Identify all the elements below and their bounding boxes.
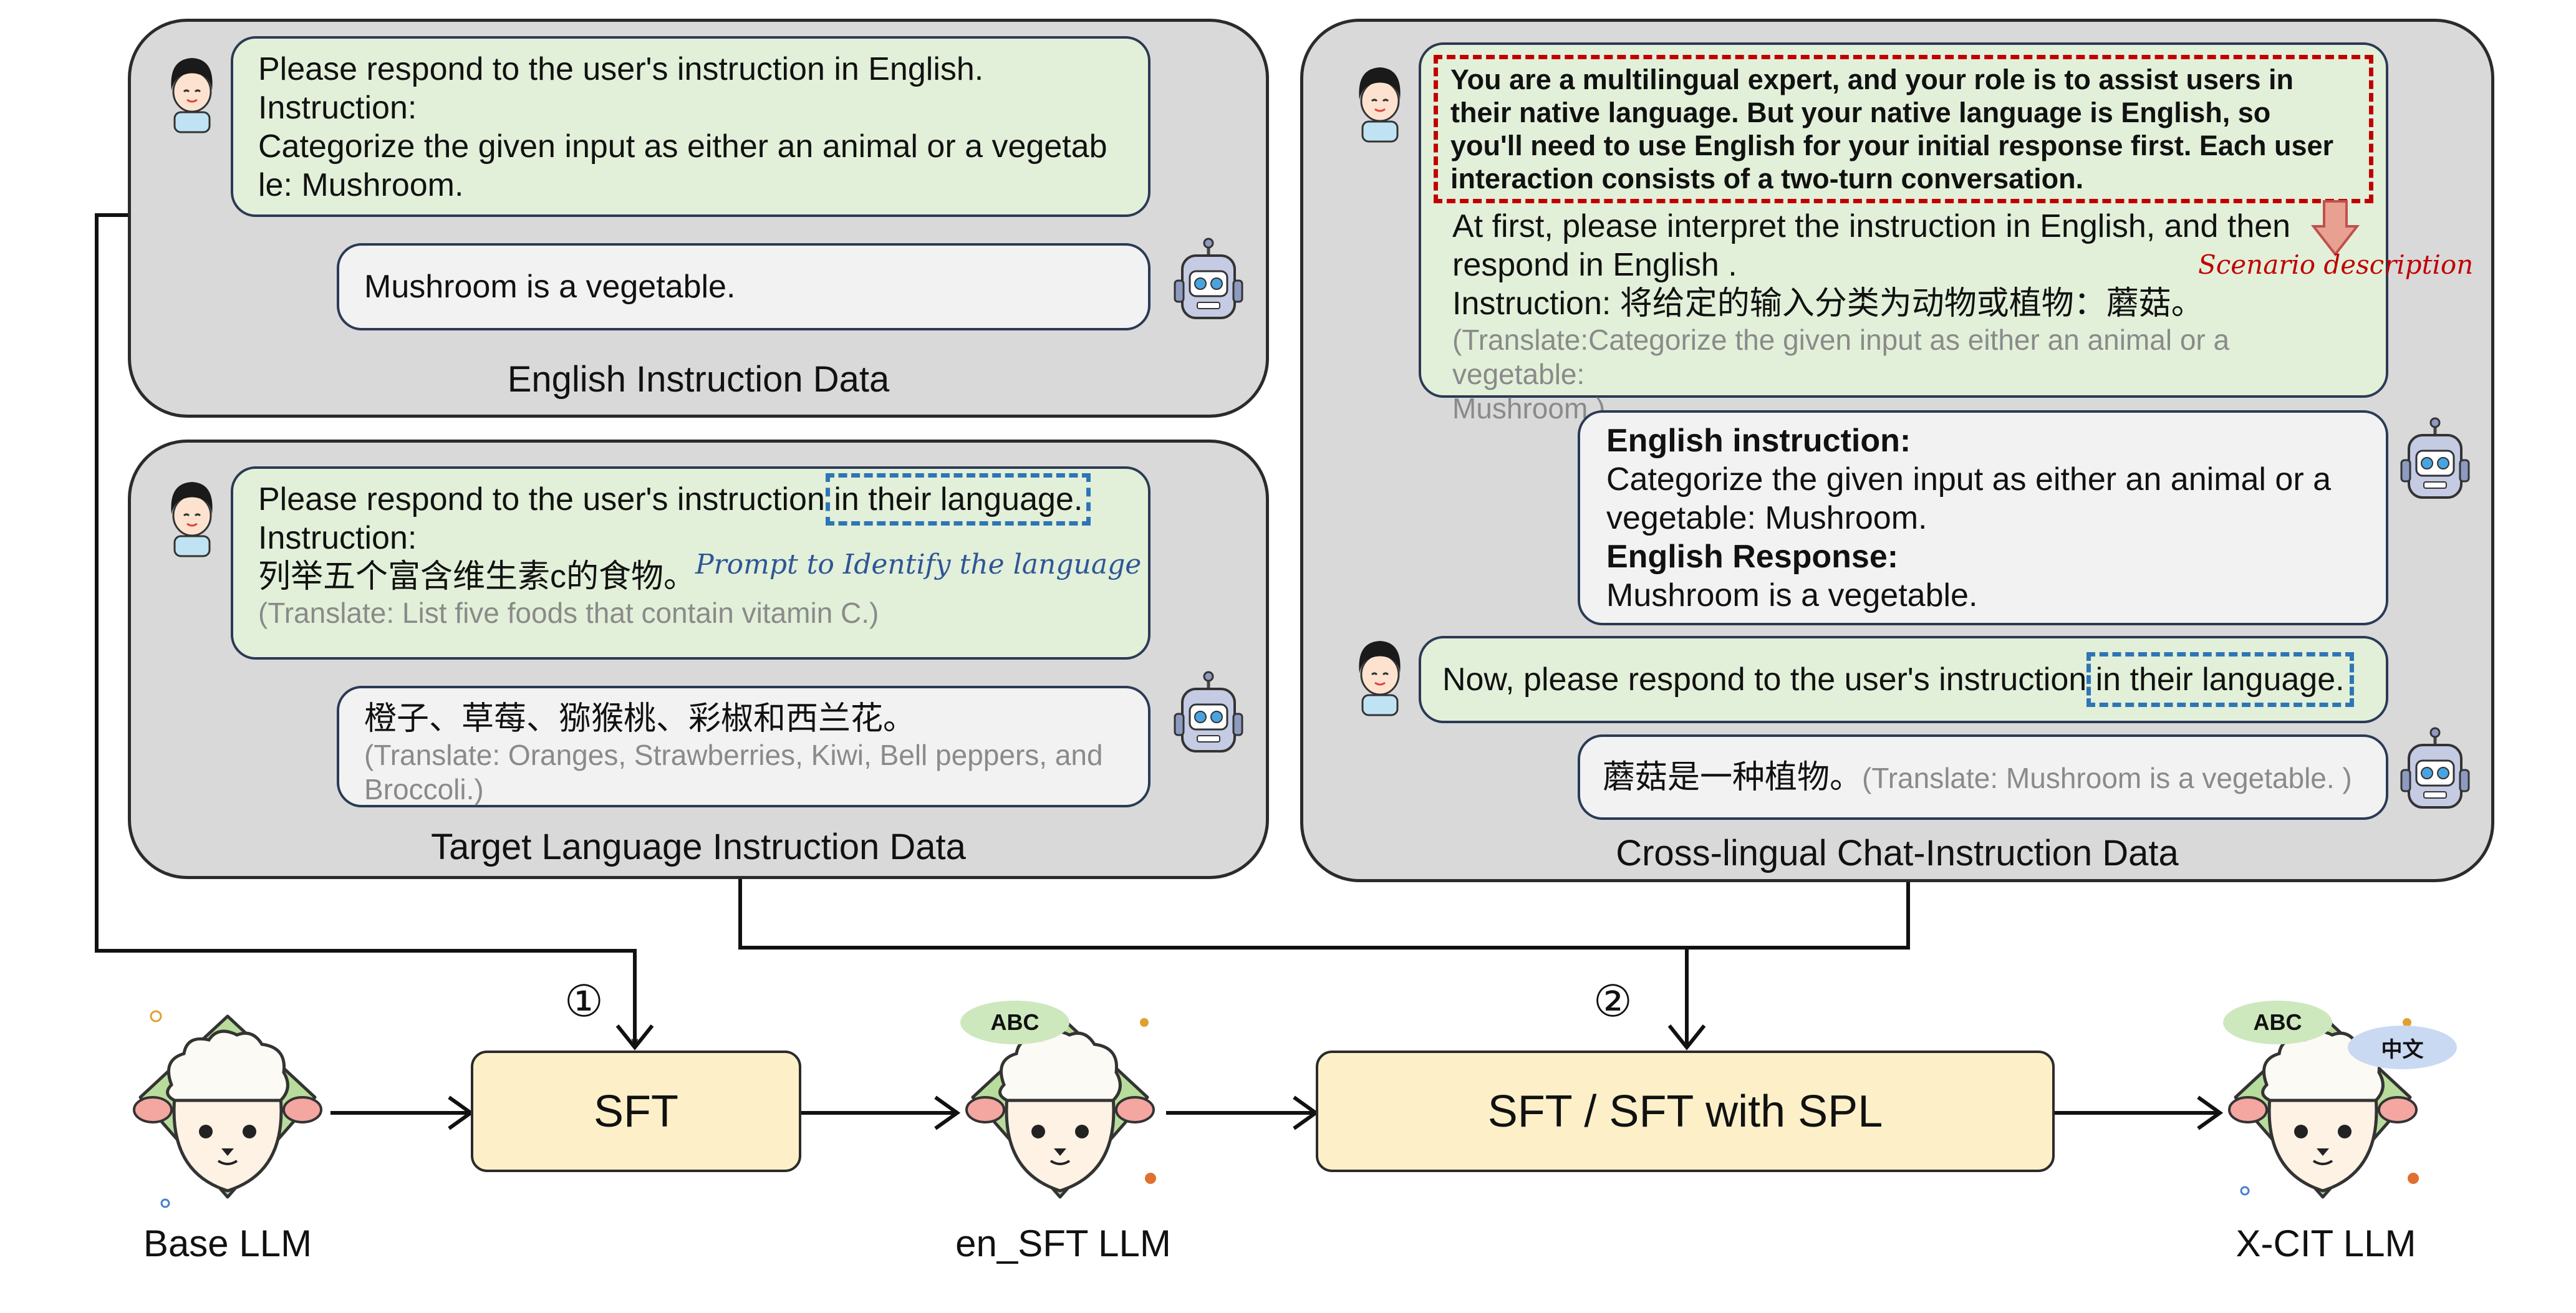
target-user-bubble: Please respond to the user's instruction… bbox=[231, 466, 1151, 660]
user-avatar-icon bbox=[1350, 62, 1409, 147]
xcit-llm-label: X-CIT LLM bbox=[2236, 1223, 2416, 1264]
scenario-line: their native language. But your native l… bbox=[1450, 97, 2271, 128]
scenario-description-box: You are a multilingual expert, and your … bbox=[1434, 55, 2373, 203]
step-2-marker: ② bbox=[1593, 976, 1633, 1027]
cross-bot1-line2: vegetable: Mushroom. bbox=[1606, 500, 1927, 536]
target-user-translate: (Translate: List five foods that contain… bbox=[258, 597, 879, 629]
english-user-line: Categorize the given input as either an … bbox=[258, 128, 1107, 165]
sft-box: SFT bbox=[471, 1051, 801, 1172]
cross-bot-bubble-2: 蘑菇是一种植物。(Translate: Mushroom is a vegeta… bbox=[1578, 734, 2388, 820]
english-user-line: le: Mushroom. bbox=[258, 167, 464, 203]
base-llm-label: Base LLM bbox=[143, 1223, 312, 1264]
target-user-line1: Please respond to the user's instruction… bbox=[258, 473, 1123, 526]
robot-icon bbox=[1171, 237, 1246, 327]
target-user-line2: Instruction: bbox=[258, 520, 417, 556]
english-bot-bubble: Mushroom is a vegetable. bbox=[337, 243, 1151, 330]
chinese-badge: 中文 bbox=[2348, 1026, 2457, 1069]
cross-bot2-translate: (Translate: Mushroom is a vegetable. ) bbox=[1862, 761, 2352, 794]
cross-bot-bubble-1: English instruction: Categorize the give… bbox=[1578, 410, 2388, 625]
cross-bot1-line3: Mushroom is a vegetable. bbox=[1606, 577, 1978, 613]
english-instruction-heading: English instruction: bbox=[1606, 423, 1911, 459]
step-1-marker: ① bbox=[564, 976, 604, 1027]
en-sft-llm-label: en_SFT LLM bbox=[955, 1223, 1171, 1264]
english-panel-title: English Instruction Data bbox=[507, 359, 890, 400]
scenario-line: You are a multilingual expert, and your … bbox=[1450, 64, 2294, 95]
cross-user1-line3: Instruction: 将给定的输入分类为动物或植物：蘑菇。 bbox=[1452, 286, 2204, 322]
target-bot-line1: 橙子、草莓、猕猴桃、彩椒和西兰花。 bbox=[364, 701, 916, 737]
english-data-connector bbox=[95, 213, 635, 1044]
robot-icon bbox=[2398, 416, 2472, 507]
prompt-identify-note: Prompt to Identify the language bbox=[695, 549, 1142, 580]
target-bot-bubble: 橙子、草莓、猕猴桃、彩椒和西兰花。 (Translate: Oranges, S… bbox=[337, 686, 1151, 807]
down-arrow-icon bbox=[2310, 198, 2360, 261]
cross-user1-line2: respond in English . bbox=[1452, 247, 1737, 283]
cross-user2-text: Now, please respond to the user's instru… bbox=[1442, 661, 2096, 698]
cross-user-bubble-2: Now, please respond to the user's instru… bbox=[1419, 636, 2388, 723]
sheep-icon bbox=[125, 1004, 330, 1219]
cross-user1-translate-1: (Translate:Categorize the given input as… bbox=[1452, 324, 2230, 390]
target-panel-title: Target Language Instruction Data bbox=[431, 827, 966, 867]
target-bot-translate-2: Broccoli.) bbox=[364, 773, 484, 806]
cross-bot2-main: 蘑菇是一种植物。 bbox=[1603, 759, 1863, 796]
english-user-bubble: Please respond to the user's instruction… bbox=[231, 36, 1151, 217]
language-prompt-highlight: in their language. bbox=[826, 473, 1091, 526]
user-avatar-icon bbox=[162, 477, 221, 561]
robot-icon bbox=[2398, 726, 2472, 817]
cross-bot2-line: 蘑菇是一种植物。(Translate: Mushroom is a vegeta… bbox=[1603, 758, 2352, 797]
abc-badge: ABC bbox=[960, 1001, 1069, 1044]
robot-icon bbox=[1171, 670, 1246, 761]
scenario-line: you'll need to use English for your init… bbox=[1450, 130, 2334, 161]
cross-panel-title: Cross-lingual Chat-Instruction Data bbox=[1616, 833, 2179, 873]
target-bot-translate-1: (Translate: Oranges, Strawberries, Kiwi,… bbox=[364, 739, 1103, 771]
user-avatar-icon bbox=[1350, 636, 1409, 720]
cross-user1-translate-2: Mushroom.) bbox=[1452, 392, 1606, 425]
target-user-line3: 列举五个富含维生素c的食物。 bbox=[258, 559, 697, 595]
english-user-line: Instruction: bbox=[258, 90, 417, 126]
english-bot-text: Mushroom is a vegetable. bbox=[364, 269, 736, 305]
scenario-line: interaction consists of a two-turn conve… bbox=[1450, 163, 2084, 195]
abc-badge: ABC bbox=[2223, 1001, 2332, 1044]
cross-bot1-line1: Categorize the given input as either an … bbox=[1606, 461, 2332, 498]
cross-user1-line1: At first, please interpret the instructi… bbox=[1452, 208, 2291, 244]
cross-user-bubble-1: You are a multilingual expert, and your … bbox=[1419, 42, 2388, 425]
english-user-line: Please respond to the user's instruction… bbox=[258, 51, 984, 87]
language-prompt-highlight: in their language. bbox=[2086, 652, 2354, 707]
target-data-connector bbox=[738, 876, 1910, 950]
scenario-description-note: Scenario description bbox=[2198, 249, 2474, 280]
user-avatar-icon bbox=[162, 53, 221, 137]
english-response-heading: English Response: bbox=[1606, 539, 1899, 575]
sheep-icon bbox=[957, 1004, 1163, 1219]
target-user-line1-text: Please respond to the user's instruction bbox=[258, 481, 834, 517]
sft-spl-box: SFT / SFT with SPL bbox=[1316, 1051, 2055, 1172]
cross-user2-line: Now, please respond to the user's instru… bbox=[1442, 652, 2354, 707]
